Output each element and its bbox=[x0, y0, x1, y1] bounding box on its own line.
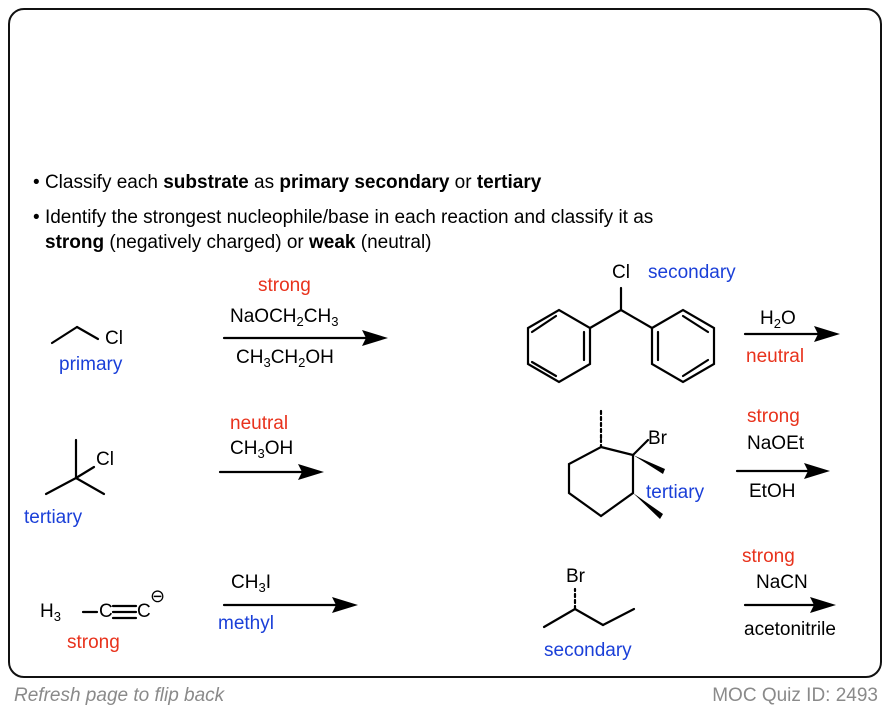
r1-nuc-type: strong bbox=[258, 275, 311, 296]
r3-nuc-type: neutral bbox=[230, 413, 289, 434]
diphenylmethyl-chloride-structure bbox=[526, 286, 716, 384]
cyclohexane-bromide-structure bbox=[567, 407, 650, 518]
r4-solvent: EtOH bbox=[749, 481, 796, 502]
r4-class-label: tertiary bbox=[646, 482, 705, 503]
r3-reagent: CH3OH bbox=[230, 438, 294, 461]
r5-substrate-class: strong bbox=[67, 632, 120, 653]
r2-chloride-label: Cl bbox=[612, 262, 630, 283]
r6-reagent: NaCN bbox=[756, 572, 808, 593]
r2-reagent: H2O bbox=[760, 308, 796, 331]
r3-chloride-label: Cl bbox=[96, 449, 114, 470]
refresh-hint[interactable]: Refresh page to flip back bbox=[14, 685, 225, 706]
propyne-bonds bbox=[81, 604, 138, 620]
tert-butyl-chloride-structure bbox=[44, 438, 106, 496]
r5-alkyne-carbon-2: C bbox=[137, 601, 151, 622]
ethyl-chloride-structure bbox=[50, 325, 100, 345]
r5-alkyne-carbon-1: C bbox=[99, 601, 113, 622]
wedge-bond-methyl-2 bbox=[633, 493, 663, 519]
wedge-bond-methyl bbox=[633, 455, 665, 474]
r2-class-label: secondary bbox=[648, 262, 736, 283]
bromobutane-structure bbox=[542, 587, 636, 629]
r6-nuc-type: strong bbox=[742, 546, 795, 567]
r1-chloride-label: Cl bbox=[105, 328, 123, 349]
r3-class-label: tertiary bbox=[24, 507, 83, 528]
quiz-id: MOC Quiz ID: 2493 bbox=[712, 685, 878, 706]
r6-solvent: acetonitrile bbox=[744, 619, 836, 640]
r5-reagent: CH3I bbox=[231, 572, 271, 595]
r4-bromide-label: Br bbox=[648, 428, 667, 449]
r4-reagent: NaOEt bbox=[747, 433, 805, 454]
r5-substrate: H3 bbox=[40, 601, 61, 624]
bullet-classify: • Classify each substrate as primary sec… bbox=[33, 172, 542, 193]
r6-class-label: secondary bbox=[544, 640, 632, 661]
r4-nuc-type: strong bbox=[747, 406, 800, 427]
quiz-card bbox=[8, 8, 882, 678]
r2-nuc-type: neutral bbox=[746, 346, 805, 367]
r6-bromide-label: Br bbox=[566, 566, 585, 587]
bullet-identify: • Identify the strongest nucleophile/bas… bbox=[33, 207, 654, 228]
r5-charge: ⊖ bbox=[150, 586, 166, 606]
r1-reagent: NaOCH2CH3 bbox=[230, 306, 339, 329]
bullet-identify-line2: strong (negatively charged) or weak (neu… bbox=[45, 232, 432, 253]
r5-class-label: methyl bbox=[218, 613, 274, 634]
r1-solvent: CH3CH2OH bbox=[236, 347, 334, 370]
r1-class-label: primary bbox=[59, 354, 123, 375]
